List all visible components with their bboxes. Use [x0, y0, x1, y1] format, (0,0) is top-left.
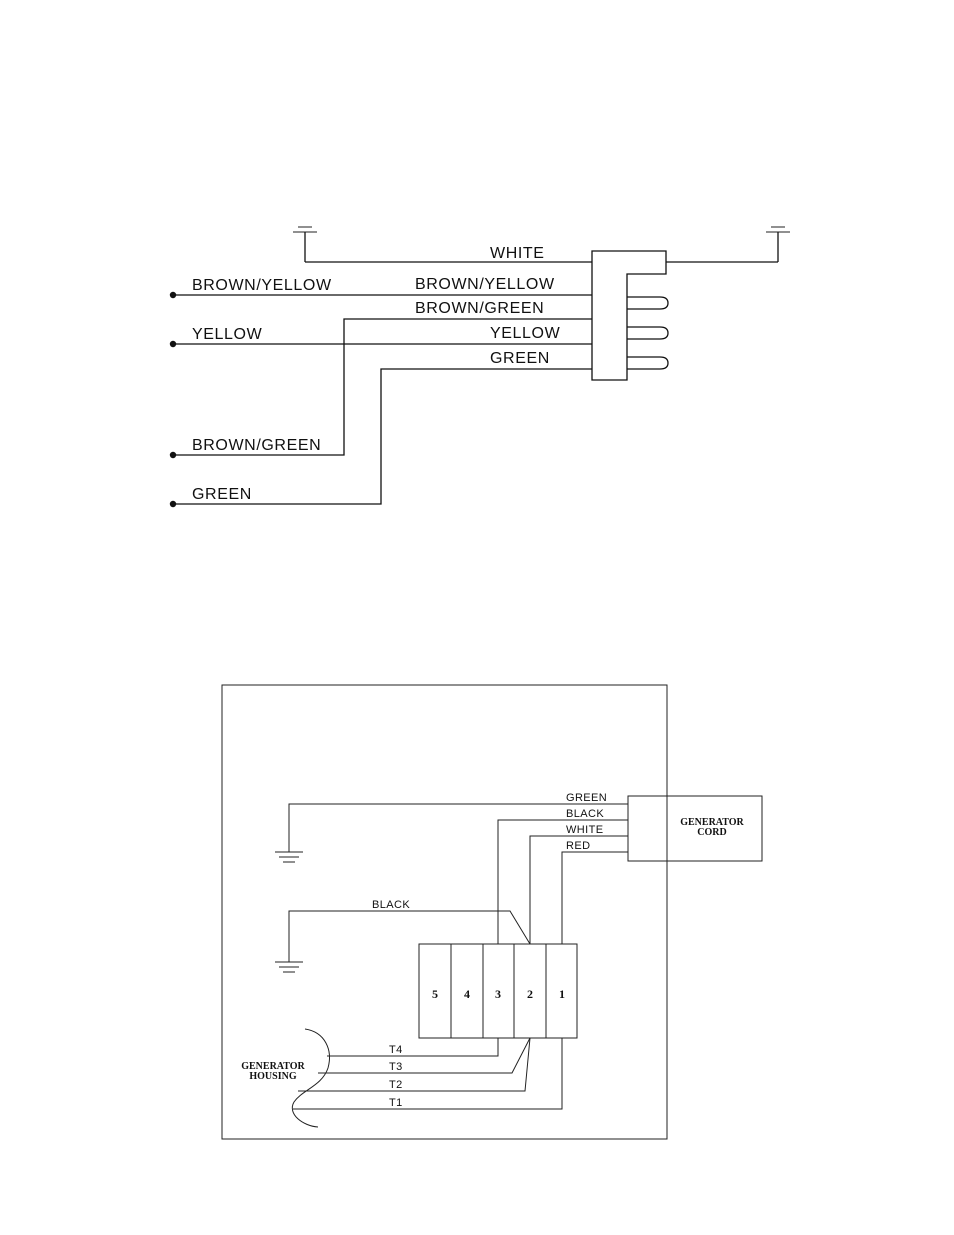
t1-wire: [293, 1038, 563, 1110]
terminal-block: 5 4 3 2 1: [418, 943, 578, 1039]
label-green-connector: GREEN: [490, 350, 550, 367]
terminal-2: 2: [527, 987, 533, 1001]
outer-frame: [221, 684, 668, 1140]
label-t1: T1: [389, 1097, 403, 1109]
label-black-ground: BLACK: [372, 899, 410, 911]
ground-symbol-right: [766, 226, 790, 262]
lead-terminal-dot: [169, 340, 177, 348]
label-brown-green-lead: BROWN/GREEN: [192, 437, 321, 454]
diagram-2-generator-wiring: GENERATOR CORD GREEN BLACK WHITE RED BLA…: [221, 684, 763, 1140]
label-brown-green-connector: BROWN/GREEN: [415, 300, 544, 317]
cord-black-wire: [497, 819, 628, 944]
generator-cord-label-1: GENERATOR: [680, 817, 744, 828]
label-t3: T3: [389, 1061, 403, 1073]
label-white: WHITE: [490, 245, 545, 262]
connector-pin: [627, 296, 669, 310]
terminal-5: 5: [432, 987, 438, 1001]
label-cord-white: WHITE: [566, 824, 603, 836]
label-green-lead: GREEN: [192, 486, 252, 503]
label-cord-black: BLACK: [566, 808, 604, 820]
label-cord-green: GREEN: [566, 792, 607, 804]
generator-cord-box: [627, 795, 763, 862]
label-yellow-connector: YELLOW: [490, 325, 561, 342]
black-ground-wire: [288, 910, 531, 962]
lead-terminal-dot: [169, 500, 177, 508]
ground-symbol-left: [293, 226, 317, 262]
label-cord-red: RED: [566, 840, 590, 852]
terminal-1: 1: [559, 987, 565, 1001]
cord-green-wire: [288, 803, 628, 852]
t4-wire: [327, 1038, 499, 1057]
t2-wire: [298, 1037, 531, 1092]
generator-housing-label-2: HOUSING: [249, 1071, 296, 1082]
connector-pin: [627, 326, 669, 340]
diagram-1-connector-wiring: WHITE BROWN/YELLOW BROWN/GREEN YELLOW GR…: [169, 226, 790, 508]
ground-symbol-upper: [275, 851, 303, 863]
label-t2: T2: [389, 1079, 403, 1091]
connector-pin: [627, 356, 669, 370]
green-wire: [173, 368, 592, 505]
label-yellow-lead: YELLOW: [192, 326, 263, 343]
terminal-4: 4: [464, 987, 470, 1001]
label-brown-yellow-lead: BROWN/YELLOW: [192, 277, 332, 294]
ground-symbol-lower: [275, 961, 303, 973]
generator-cord-label-2: CORD: [697, 827, 726, 838]
generator-housing-label-1: GENERATOR: [241, 1061, 305, 1072]
terminal-3: 3: [495, 987, 501, 1001]
brown-green-wire: [173, 318, 592, 456]
lead-terminal-dot: [169, 291, 177, 299]
connector-block: [591, 250, 669, 381]
lead-terminal-dot: [169, 451, 177, 459]
label-brown-yellow-connector: BROWN/YELLOW: [415, 276, 555, 293]
t3-wire: [318, 1037, 531, 1074]
generator-housing-curve: [291, 1028, 330, 1128]
cord-red-wire: [561, 851, 628, 944]
label-t4: T4: [389, 1044, 403, 1056]
cord-white-wire: [529, 835, 628, 944]
